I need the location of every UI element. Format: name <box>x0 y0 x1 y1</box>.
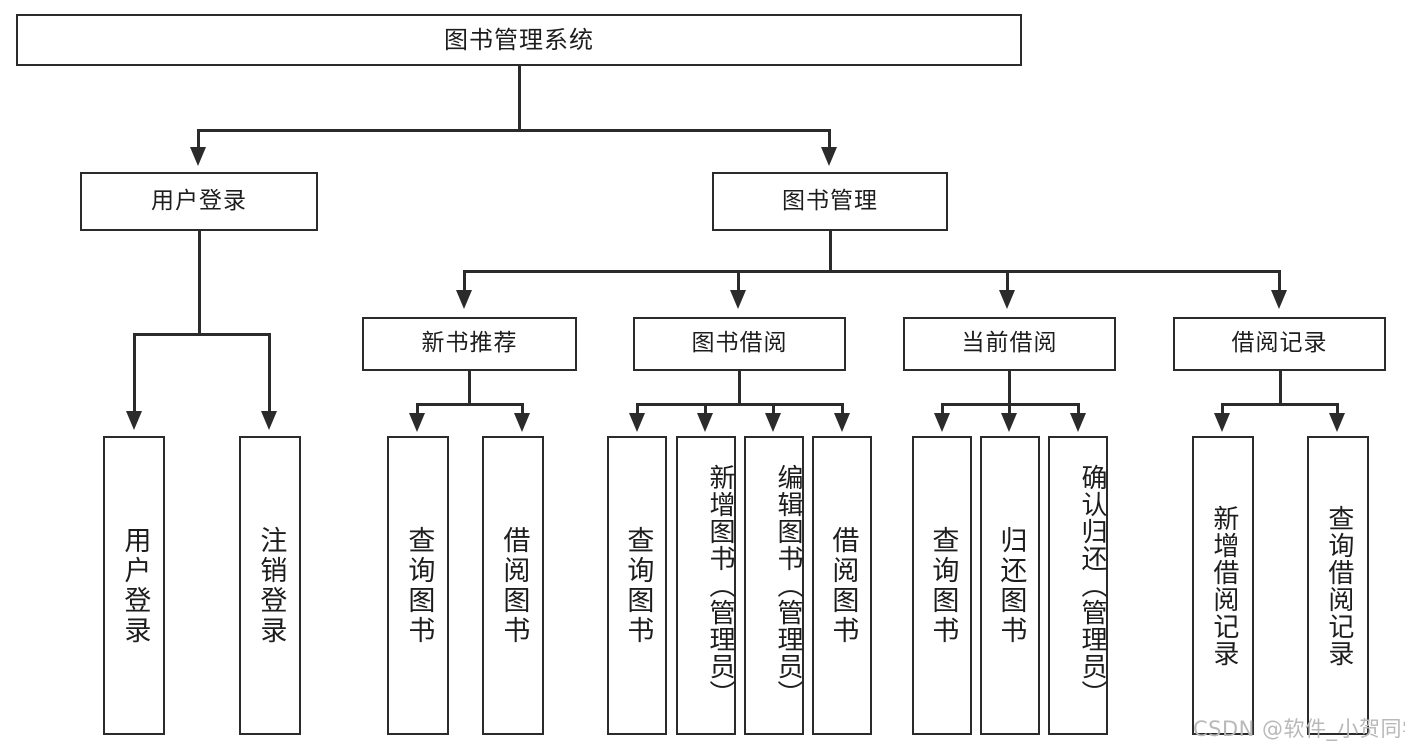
arrowhead-book-borrow <box>730 290 746 309</box>
connector-book-borrow-drop-2 <box>704 403 707 415</box>
node-current-borrow[interactable]: 当前借阅 <box>903 317 1116 371</box>
connector-level2-drop-right <box>828 129 831 149</box>
node-leaf-add-record[interactable]: 新增借阅记录 <box>1192 436 1254 735</box>
node-leaf-query-book-3[interactable]: 查询图书 <box>912 436 972 735</box>
arrowhead-borrow-record <box>1271 290 1287 309</box>
connector-new-book-stem <box>468 371 471 405</box>
arrowhead-current-borrow <box>999 290 1015 309</box>
node-leaf-borrow-book-1[interactable]: 借阅图书 <box>482 436 544 735</box>
node-leaf-return-book[interactable]: 归还图书 <box>980 436 1040 735</box>
connector-new-book-drop-2 <box>521 403 524 415</box>
connector-current-borrow-drop-2 <box>1008 403 1011 415</box>
arrowhead-leaf-confirm-return <box>1070 413 1086 432</box>
connector-user-login-stem <box>198 231 201 335</box>
connector-level3-drop-4 <box>1278 270 1281 292</box>
arrowhead-leaf-borrow-book-2 <box>834 413 850 432</box>
connector-level3-bus <box>463 270 1281 273</box>
arrowhead-leaf-query-book-3 <box>934 413 950 432</box>
connector-level3-drop-2 <box>737 270 740 292</box>
arrowhead-leaf-query-record <box>1329 413 1345 432</box>
node-leaf-query-record[interactable]: 查询借阅记录 <box>1307 436 1369 735</box>
node-book-manage[interactable]: 图书管理 <box>712 172 948 231</box>
connector-borrow-record-bus <box>1221 403 1339 406</box>
connector-current-borrow-drop-3 <box>1077 403 1080 415</box>
connector-book-manage-stem <box>829 231 832 272</box>
connector-root-stem <box>518 66 521 131</box>
connector-borrow-record-stem <box>1279 371 1282 405</box>
node-user-login[interactable]: 用户登录 <box>80 172 318 231</box>
arrowhead-leaf-add-book <box>697 413 713 432</box>
arrowhead-leaf-user-login <box>126 411 142 430</box>
node-leaf-edit-book[interactable]: 编辑图书（管理员） <box>744 436 804 735</box>
connector-borrow-record-drop-1 <box>1221 403 1224 415</box>
connector-book-borrow-stem <box>738 371 741 405</box>
connector-level2-drop-left <box>197 129 200 149</box>
connector-level2-bus <box>197 129 831 132</box>
connector-current-borrow-stem <box>1008 371 1011 405</box>
connector-book-borrow-drop-4 <box>841 403 844 415</box>
connector-book-borrow-bus <box>636 403 844 406</box>
node-leaf-query-book-2[interactable]: 查询图书 <box>607 436 667 735</box>
node-leaf-borrow-book-2[interactable]: 借阅图书 <box>812 436 872 735</box>
arrowhead-leaf-add-record <box>1214 413 1230 432</box>
connector-book-borrow-drop-1 <box>636 403 639 415</box>
node-leaf-confirm-return[interactable]: 确认归还（管理员） <box>1048 436 1108 735</box>
arrowhead-leaf-logout <box>261 411 277 430</box>
connector-user-login-drop-2 <box>268 333 271 413</box>
node-borrow-record[interactable]: 借阅记录 <box>1173 317 1386 371</box>
node-book-borrow[interactable]: 图书借阅 <box>633 317 846 371</box>
node-leaf-logout[interactable]: 注销登录 <box>239 436 301 735</box>
node-leaf-user-login[interactable]: 用户登录 <box>103 436 165 735</box>
arrowhead-user-login <box>190 147 206 166</box>
arrowhead-leaf-edit-book <box>765 413 781 432</box>
arrowhead-book-manage <box>821 147 837 166</box>
node-leaf-query-book-1[interactable]: 查询图书 <box>387 436 449 735</box>
connector-borrow-record-drop-2 <box>1336 403 1339 415</box>
connector-new-book-drop-1 <box>416 403 419 415</box>
arrowhead-leaf-borrow-book-1 <box>514 413 530 432</box>
node-leaf-add-book[interactable]: 新增图书（管理员） <box>676 436 736 735</box>
connector-user-login-drop-1 <box>133 333 136 413</box>
connector-new-book-bus <box>416 403 524 406</box>
connector-level3-drop-3 <box>1006 270 1009 292</box>
connector-level3-drop-1 <box>463 270 466 292</box>
arrowhead-leaf-return-book <box>1001 413 1017 432</box>
node-root-system[interactable]: 图书管理系统 <box>16 14 1022 66</box>
node-new-book-recommend[interactable]: 新书推荐 <box>362 317 577 371</box>
arrowhead-leaf-query-book-2 <box>629 413 645 432</box>
connector-current-borrow-drop-1 <box>941 403 944 415</box>
connector-user-login-bus <box>133 333 271 336</box>
arrowhead-leaf-query-book-1 <box>409 413 425 432</box>
connector-book-borrow-drop-3 <box>772 403 775 415</box>
arrowhead-new-book-recommend <box>456 290 472 309</box>
